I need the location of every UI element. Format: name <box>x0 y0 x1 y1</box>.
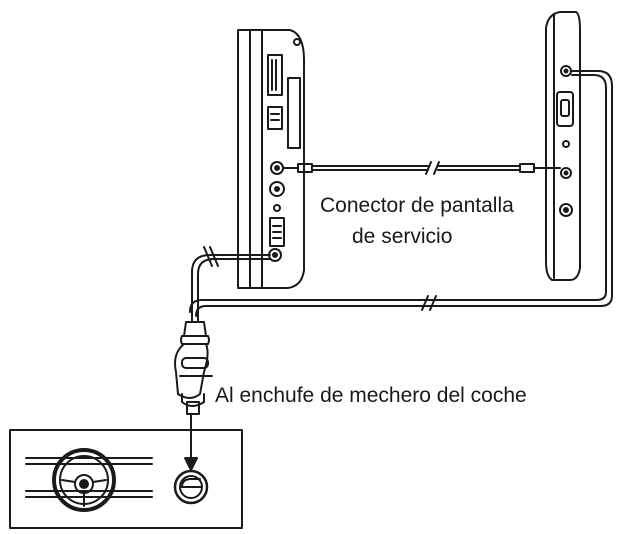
volume-switch <box>556 91 574 127</box>
car-dashboard <box>9 429 243 529</box>
av-in-jack <box>560 167 572 179</box>
steering-wheel-icon <box>52 448 116 512</box>
secondary-screen <box>545 11 581 281</box>
screen-connector-label-line2: de servicio <box>352 225 453 248</box>
slide-switch <box>269 217 285 247</box>
screen-connector-label-line1: Conector de pantalla <box>320 194 514 217</box>
lighter-socket-icon <box>173 469 209 505</box>
car-lighter-plug <box>174 321 213 415</box>
power-cable <box>189 70 613 323</box>
headphone-jack <box>269 181 285 197</box>
car-lighter-label: Al enchufe de mechero del coche <box>215 384 527 407</box>
arrow-down-icon <box>184 413 198 471</box>
main-dvd-player <box>237 29 305 289</box>
av-cable <box>283 161 561 175</box>
usb-port <box>267 106 283 130</box>
headphone-jack-2 <box>559 203 573 217</box>
card-slot <box>267 54 283 96</box>
